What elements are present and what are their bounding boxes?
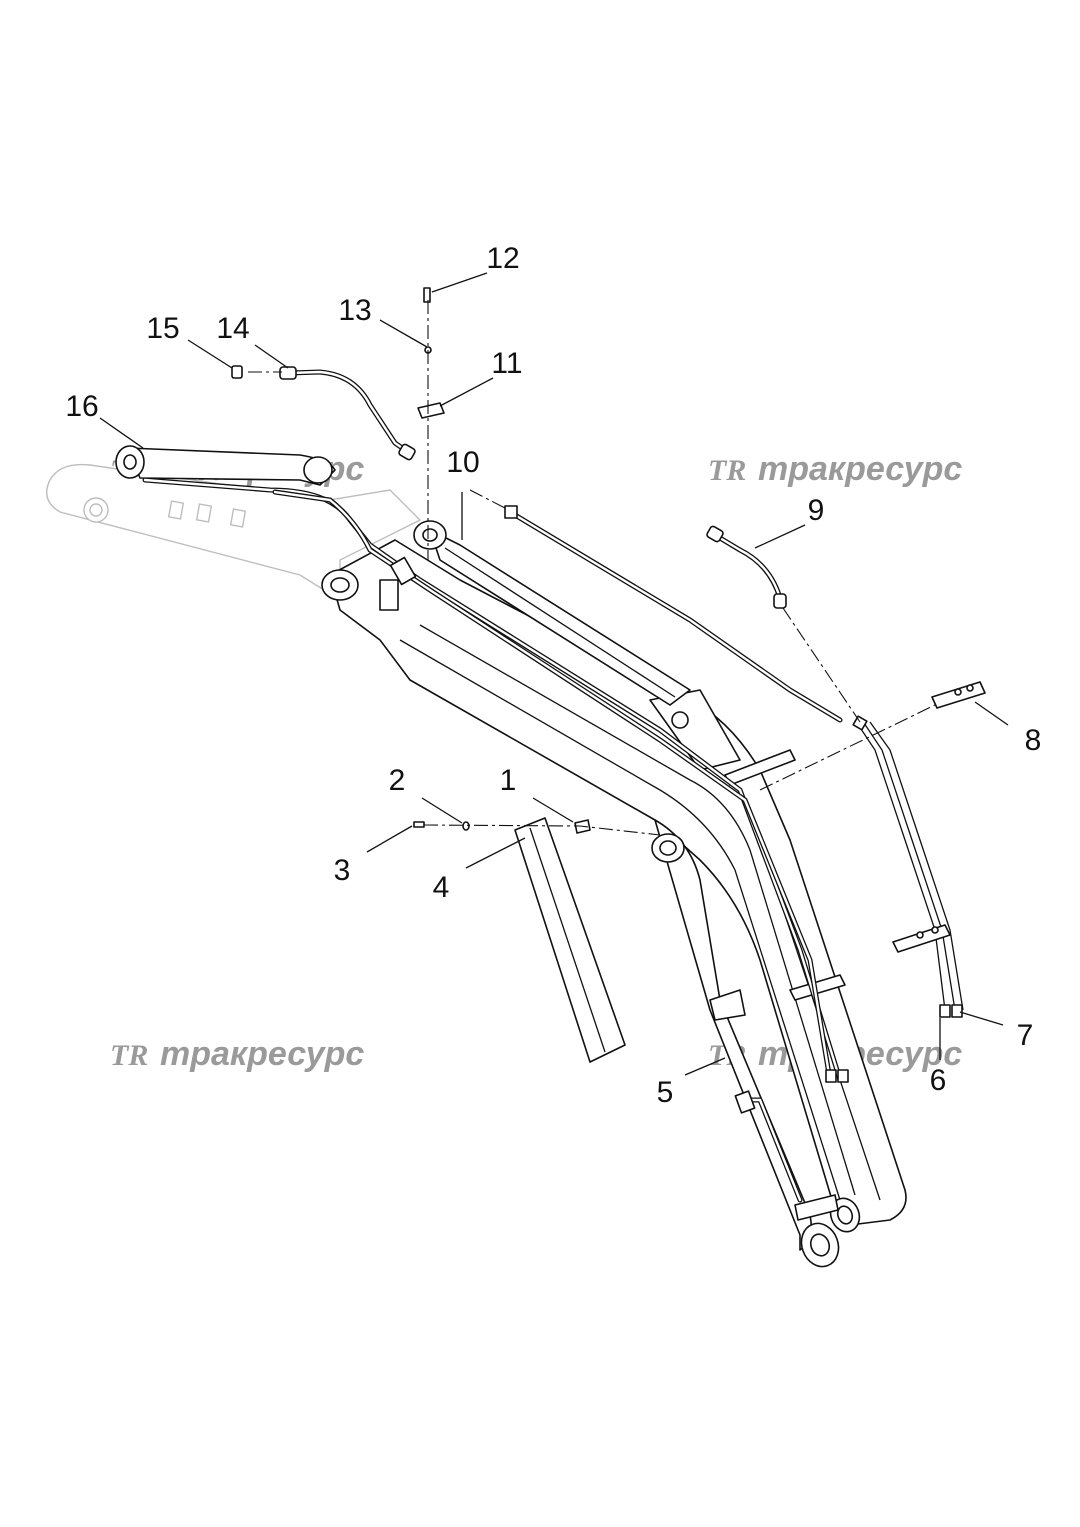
- clamp-11: [417, 402, 445, 419]
- callout-11: 11: [491, 347, 522, 380]
- washer-2: [462, 821, 470, 831]
- watermark-text: тракресурс: [160, 1035, 364, 1073]
- bolt-12: [423, 287, 431, 303]
- callout-12: 12: [486, 242, 519, 275]
- hose-9: [706, 525, 787, 609]
- callout-labels: 1 2 3 4 5 6 7 8 9 10 11 12 13 14 15 16: [65, 242, 1041, 1109]
- plug-15: [231, 365, 243, 379]
- hose-block: [379, 579, 399, 611]
- leader-lines: [99, 272, 1009, 1076]
- callout-15: 15: [146, 312, 179, 345]
- callout-5: 5: [657, 1076, 674, 1109]
- tubes-6-7: [852, 715, 964, 1018]
- base-boom-ghost: [46, 463, 422, 602]
- watermark-logo: TR: [708, 454, 746, 487]
- callout-9: 9: [808, 494, 825, 527]
- callout-3: 3: [334, 854, 351, 887]
- callout-14: 14: [216, 312, 249, 345]
- clamp-plate: [892, 924, 951, 953]
- cover-4: [514, 817, 626, 1063]
- callout-2: 2: [389, 764, 406, 797]
- watermark-text: тракресурс: [758, 450, 962, 488]
- tube-10: [504, 505, 843, 723]
- callout-7: 7: [1017, 1019, 1034, 1052]
- callout-1: 1: [500, 764, 517, 797]
- callout-10: 10: [446, 446, 479, 479]
- arm-cylinder-16: [115, 445, 336, 486]
- arm-body: [321, 539, 907, 1268]
- assembly-centerlines: [248, 300, 936, 836]
- hose-14: [279, 366, 416, 461]
- callout-13: 13: [338, 294, 371, 327]
- watermark-logo: TR: [110, 1039, 148, 1072]
- callout-8: 8: [1025, 724, 1042, 757]
- bucket-cylinder: [413, 520, 691, 706]
- arm-hoses: [142, 477, 849, 1083]
- callout-16: 16: [65, 390, 98, 423]
- callout-6: 6: [930, 1064, 947, 1097]
- watermark-bottom-left: TR тракресурс: [110, 1035, 364, 1073]
- callout-4: 4: [433, 871, 450, 904]
- bolt-3: [413, 821, 425, 828]
- clamp-8: [931, 681, 986, 709]
- watermark-top-right: TR тракресурс: [708, 450, 962, 488]
